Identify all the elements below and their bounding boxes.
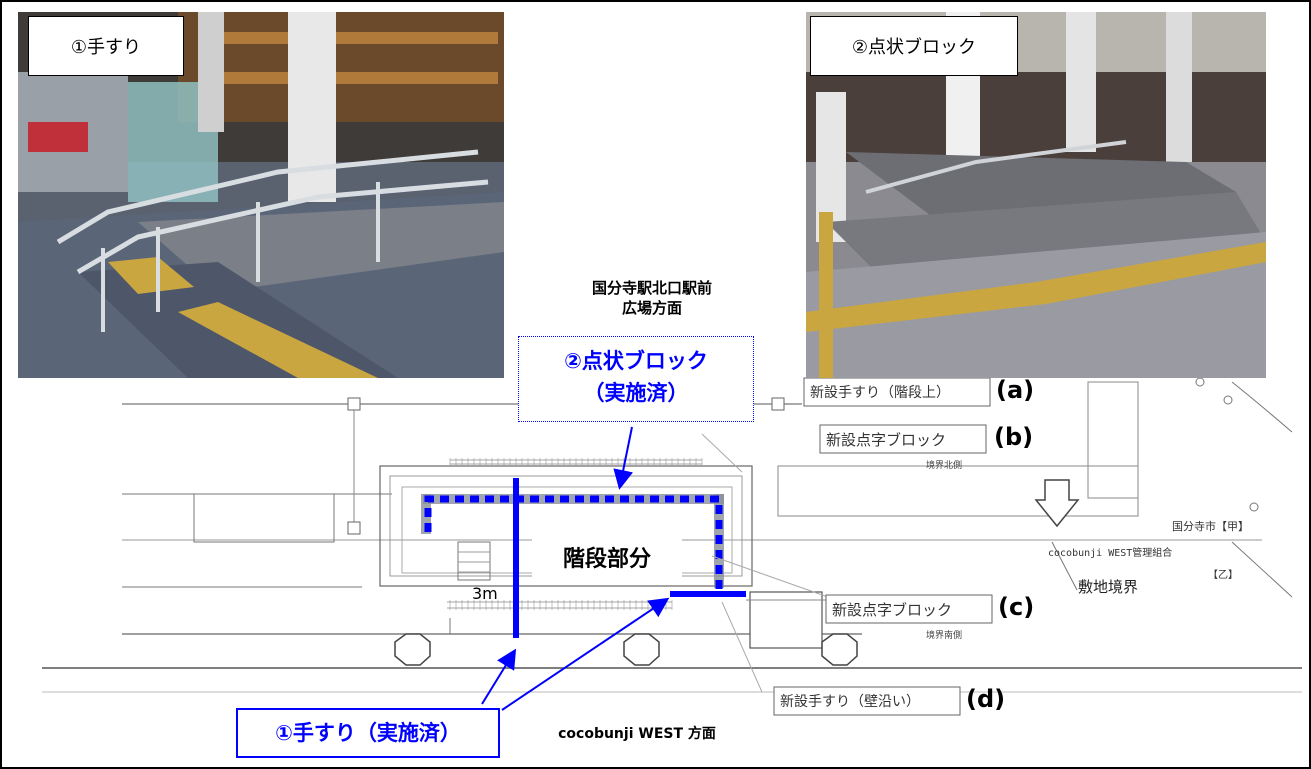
stair-section-label: 階段部分 xyxy=(532,537,682,583)
boundary-otsu: 【乙】 xyxy=(1208,570,1238,581)
photo-label-handrail: ①手すり xyxy=(28,16,184,76)
boundary-city: 国分寺市【甲】 xyxy=(1172,520,1249,533)
callout-tactile-block: ②点状ブロック （実施済） xyxy=(518,336,754,422)
legend-d-letter: (d) xyxy=(966,685,1006,713)
callout-tactile-line1: ②点状ブロック xyxy=(564,349,708,373)
legend-a-letter: (a) xyxy=(996,376,1035,404)
boundary-union: cocobunji WEST管理組合 xyxy=(1048,548,1173,559)
dimension-label: 3m xyxy=(472,584,498,603)
legend-b-box: 新設点字ブロック xyxy=(826,431,947,449)
legend-c-letter: (c) xyxy=(998,593,1035,621)
legend-c-sub: 境界南側 xyxy=(926,631,963,641)
direction-south: cocobunji WEST 方面 xyxy=(558,726,716,742)
direction-north-line1: 国分寺駅北口駅前 xyxy=(591,279,712,297)
direction-north-line2: 広場方面 xyxy=(621,299,682,317)
legend-b-letter: (b) xyxy=(994,423,1034,451)
legend-b-sub: 境界北側 xyxy=(926,461,963,471)
legend-d-box: 新設手すり（壁沿い） xyxy=(780,694,920,710)
callout-handrail: ①手すり（実施済） xyxy=(236,708,500,758)
tactile-block-route xyxy=(424,495,723,592)
photo-label-tactile: ②点状ブロック xyxy=(810,16,1018,76)
direction-north: 国分寺駅北口駅前 広場方面 xyxy=(522,278,782,318)
callout-tactile-line2: （実施済） xyxy=(583,381,689,405)
boundary-arrow-icon xyxy=(1034,479,1080,528)
legend-c-box: 新設点字ブロック xyxy=(832,601,953,619)
boundary-label: 敷地境界 xyxy=(1078,578,1139,596)
legend-a-box: 新設手すり（階段上） xyxy=(810,385,950,401)
